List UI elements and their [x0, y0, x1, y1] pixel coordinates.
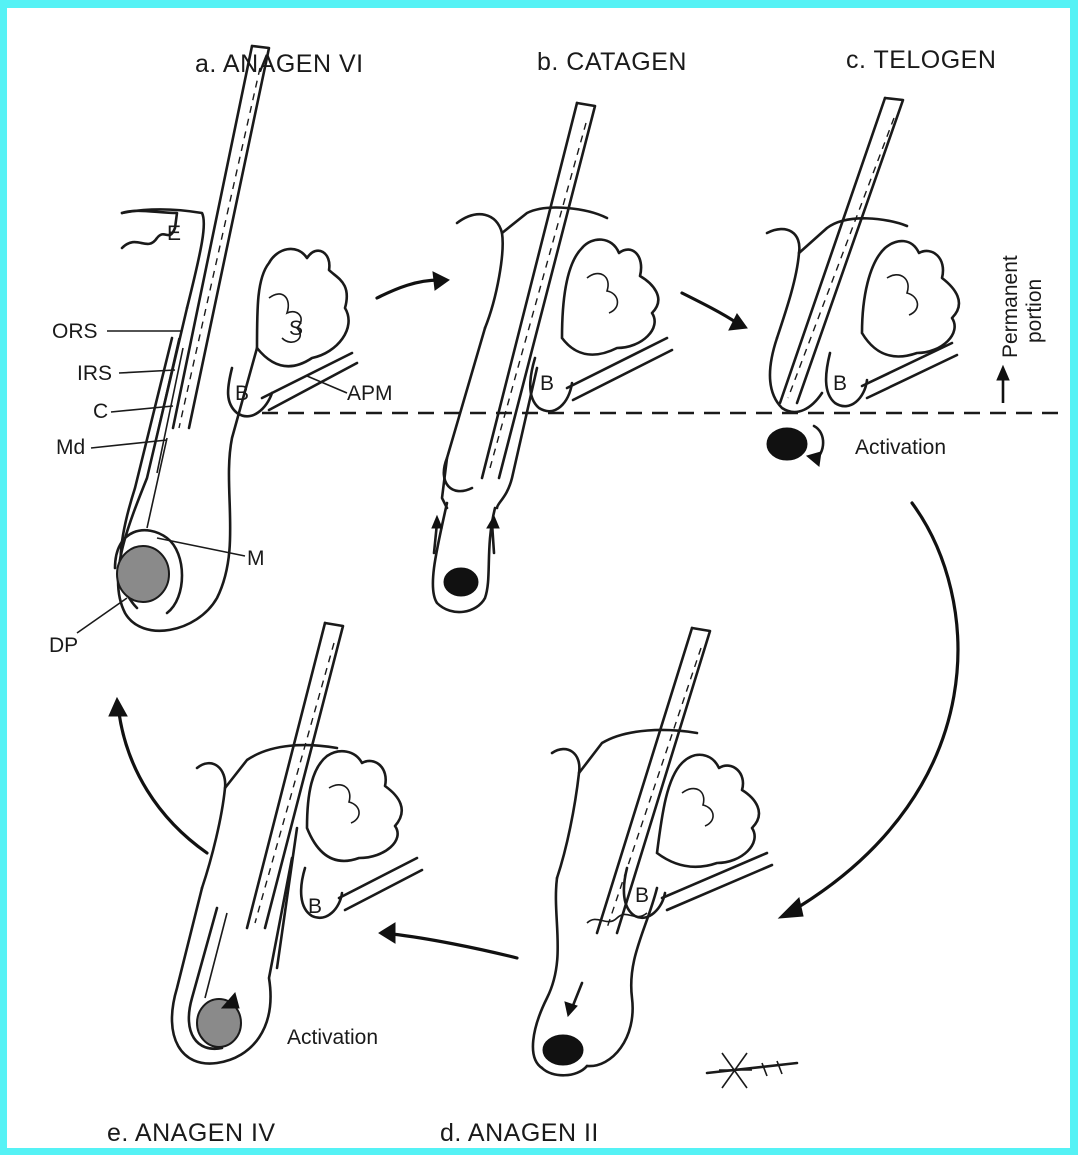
svg-text:Permanent: Permanent [999, 255, 1022, 358]
cycle-arrows [109, 272, 958, 958]
scale-glyph [707, 1053, 797, 1088]
hair-cycle-diagram: E ORS IRS C Md S B APM M DP B [7, 8, 1070, 1148]
stage-title-d: d. ANAGEN II [440, 1119, 599, 1147]
label-IRS: IRS [77, 362, 112, 385]
label-activation-c: Activation [855, 436, 946, 459]
label-B-d: B [635, 884, 649, 907]
label-S: S [289, 317, 303, 340]
label-C: C [93, 400, 108, 423]
label-B-e: B [308, 895, 322, 918]
stage-title-a: a. ANAGEN VI [195, 50, 364, 78]
stage-title-e: e. ANAGEN IV [107, 1119, 276, 1147]
stage-d-follicle [533, 628, 772, 1075]
stage-e-follicle [172, 623, 422, 1064]
label-B-c: B [833, 372, 847, 395]
label-E: E [167, 222, 181, 245]
stage-title-b: b. CATAGEN [537, 48, 687, 76]
stage-a-follicle [115, 46, 357, 631]
label-B-a: B [235, 382, 249, 405]
stage-c-follicle [767, 98, 959, 466]
label-M: M [247, 547, 265, 570]
label-Md: Md [56, 436, 85, 459]
label-B-b: B [540, 372, 554, 395]
label-activation-e: Activation [287, 1026, 378, 1049]
stage-b-follicle [432, 103, 672, 612]
svg-text:portion: portion [1023, 279, 1046, 343]
label-APM: APM [347, 382, 393, 405]
label-ORS: ORS [52, 320, 98, 343]
label-DP: DP [49, 634, 78, 657]
stage-title-c: c. TELOGEN [846, 46, 996, 74]
permanent-portion-label: Permanent portion [999, 255, 1046, 358]
diagram-frame: E ORS IRS C Md S B APM M DP B [7, 8, 1070, 1148]
